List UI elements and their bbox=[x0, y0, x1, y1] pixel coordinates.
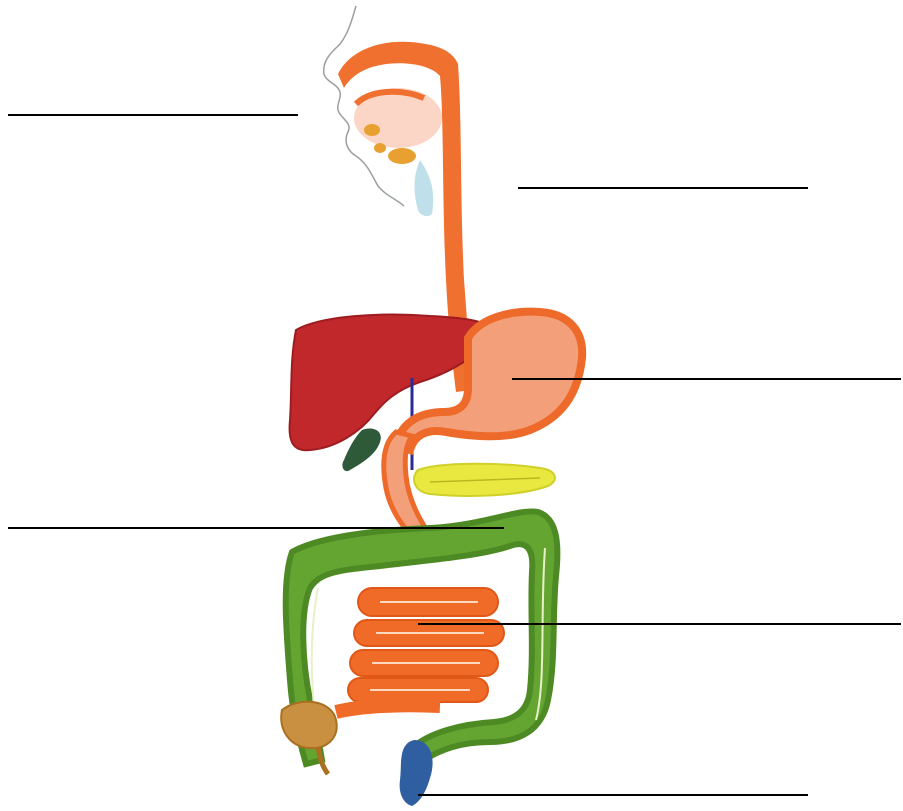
salivary-gland bbox=[374, 143, 386, 153]
rectum bbox=[400, 740, 433, 806]
cecum bbox=[281, 702, 336, 749]
salivary-gland bbox=[388, 148, 416, 164]
salivary-gland bbox=[364, 124, 380, 136]
mouth bbox=[354, 88, 442, 164]
small-intestine bbox=[336, 588, 504, 712]
trachea bbox=[415, 160, 434, 216]
